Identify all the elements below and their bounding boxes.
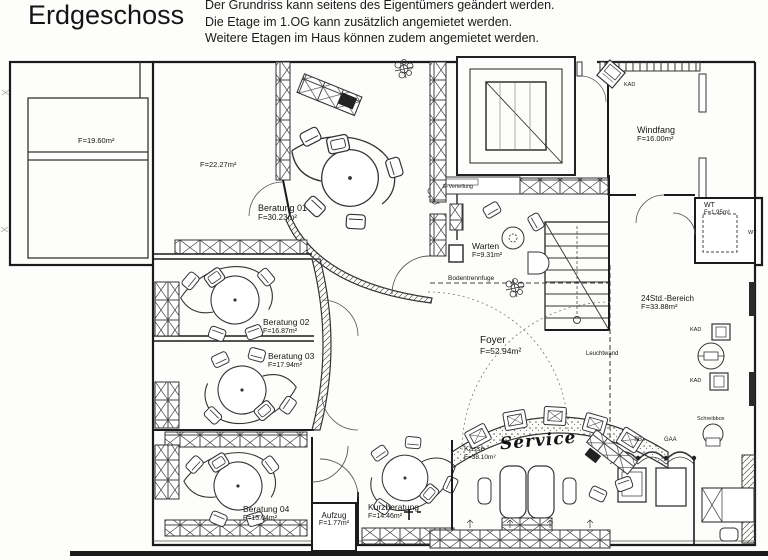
- room-label-kasse: Kasse F=38.10m²: [464, 444, 496, 461]
- room-label-24std-bereich: 24Std.-Bereich F=33.88m²: [641, 294, 694, 312]
- annotation-kad-mid: KAD: [690, 327, 702, 333]
- room-area: F=9.31m²: [472, 251, 503, 259]
- room-label-beratung-02: Beratung 02 F=16.87m²: [263, 317, 310, 336]
- annotation-gaa: GAA: [664, 437, 677, 443]
- room-name: Beratung 01: [258, 203, 308, 213]
- room-area: F=30.23m²: [258, 213, 297, 223]
- room-name: Warten: [472, 241, 500, 251]
- room-area: F=16.87m²: [263, 327, 298, 335]
- room-name: Beratung 03: [268, 351, 315, 361]
- room-name: WT: [704, 202, 715, 209]
- room-label-links-oben: F=19.60m²: [78, 136, 115, 146]
- note-line-3: Weitere Etagen im Haus können zudem ange…: [205, 31, 539, 45]
- room-label-warten: Warten F=9.31m²: [472, 241, 503, 260]
- room-name: Foyer: [480, 335, 506, 346]
- annotation-wt-side: WT: [748, 230, 757, 236]
- room-label-beratung-03: Beratung 03 F=17.94m²: [268, 351, 315, 370]
- room-name: Aufzug: [321, 511, 347, 520]
- room-label-2227: F=22.27m²: [200, 160, 237, 170]
- room-area: F=19.60m²: [78, 136, 115, 145]
- annotation-sb: SB: [634, 437, 643, 443]
- room-label-foyer: Foyer F=52.94m²: [480, 335, 521, 356]
- room-area: F=1.77m²: [318, 520, 350, 528]
- room-area: F=33.88m²: [641, 302, 678, 312]
- room-area: F=17.94m²: [268, 361, 303, 369]
- room-area: F=14.46m²: [368, 512, 403, 520]
- page-title: Erdgeschoss: [28, 0, 185, 30]
- annotation-kad-top: KAD: [624, 82, 636, 88]
- annotation-e-verteilung: E-Verteilung: [443, 184, 473, 190]
- room-area: F=52.94m²: [480, 345, 522, 356]
- room-area: F=1.95m²: [704, 210, 730, 217]
- room-area: F=16.00m²: [637, 134, 674, 144]
- room-area: F=38.10m²: [464, 453, 496, 461]
- room-name: Kurzberatung: [368, 502, 420, 512]
- room-label-windfang: Windfang F=16.00m²: [637, 125, 675, 144]
- room-label-wt: WT F=1.95m²: [704, 202, 730, 217]
- room-name: Windfang: [637, 125, 676, 135]
- annotation-kad-lower: KAD: [690, 378, 702, 384]
- note-line-1: Der Grundriss kann seitens des Eigentüme…: [205, 0, 555, 12]
- header-notes: Der Grundriss kann seitens des Eigentüme…: [205, 0, 555, 47]
- room-area: F=15.04m²: [243, 514, 278, 522]
- room-label-beratung-04: Beratung 04 F=15.04m²: [243, 504, 290, 523]
- room-label-aufzug: Aufzug F=1.77m²: [312, 511, 356, 528]
- annotation-leuchtwand: Leuchtwand: [586, 351, 619, 357]
- annotation-schreibbox: Schreibbox: [697, 416, 725, 422]
- room-label-kurzberatung: Kurzberatung F=14.46m²: [368, 502, 420, 521]
- annotation-bodentrennfuge: Bodentrennfuge: [448, 275, 495, 282]
- room-label-beratung-01: Beratung 01 F=30.23m²: [258, 203, 307, 223]
- room-name: 24Std.-Bereich: [641, 294, 694, 303]
- note-line-2: Die Etage im 1.OG kann zusätzlich angemi…: [205, 14, 513, 29]
- room-name: Beratung 02: [263, 317, 310, 327]
- room-name: Beratung 04: [243, 504, 290, 514]
- room-area: F=22.27m²: [200, 160, 237, 169]
- room-name: Kasse: [464, 444, 485, 453]
